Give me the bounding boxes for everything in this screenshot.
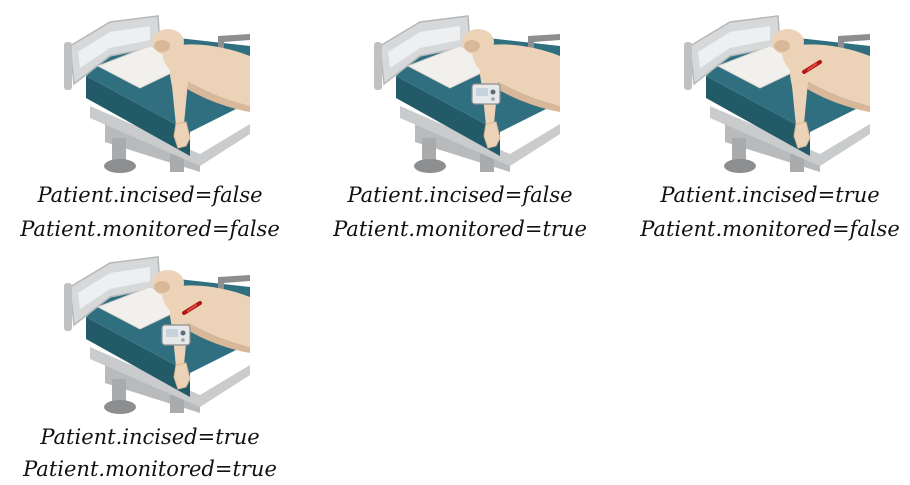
panel-incised-false-monitored-true: Patient.incised=false Patient.monitored=… [310, 0, 610, 250]
caption-line-1: Patient.incised=true [620, 180, 910, 211]
patient-scene-image [50, 6, 250, 176]
panel-incised-true-monitored-true: Patient.incised=true Patient.monitored=t… [0, 245, 300, 481]
caption-line-1: Patient.incised=true [0, 422, 300, 453]
caption-line-2: Patient.monitored=false [620, 214, 910, 245]
bp-monitor [162, 325, 190, 345]
caption-line-2: Patient.monitored=true [0, 454, 300, 485]
caption-line-2: Patient.monitored=false [0, 214, 300, 245]
panel-incised-true-monitored-false: Patient.incised=true Patient.monitored=f… [620, 0, 910, 250]
caption-line-2: Patient.monitored=true [310, 214, 610, 245]
patient-scene-image [670, 6, 870, 176]
bp-monitor [472, 84, 500, 104]
caption-line-1: Patient.incised=false [0, 180, 300, 211]
patient-scene-image [50, 247, 250, 417]
patient-scene-image [360, 6, 560, 176]
caption-line-1: Patient.incised=false [310, 180, 610, 211]
panel-incised-false-monitored-false: Patient.incised=false Patient.monitored=… [0, 0, 300, 250]
